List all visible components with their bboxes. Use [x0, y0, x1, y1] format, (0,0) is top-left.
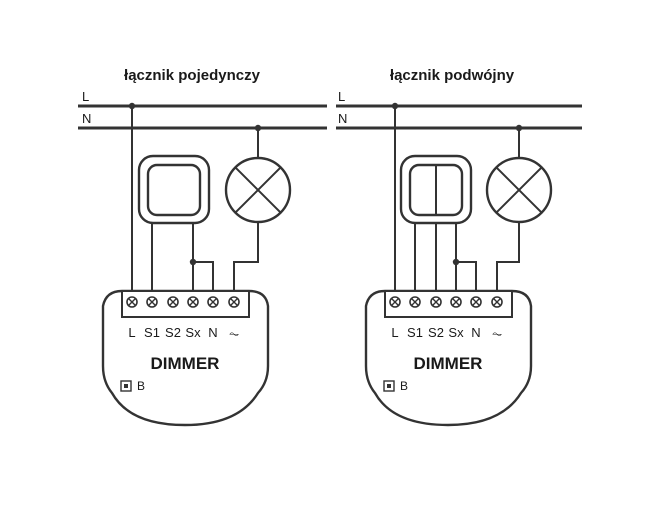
terminal-labels: L S1 S2 Sx N ⏦: [128, 325, 239, 341]
device-label: DIMMER: [151, 354, 220, 373]
terminal-label-s1: S1: [407, 325, 423, 340]
wire-n-jumper: [456, 261, 477, 290]
wire-s1: [414, 221, 422, 290]
terminal-label-l: L: [128, 325, 135, 340]
bus-n-label: N: [338, 111, 347, 126]
terminal-label-s2: S2: [165, 325, 181, 340]
terminal-screws: [389, 296, 503, 308]
screw-terminal-icon: [470, 296, 482, 308]
button-label: B: [137, 379, 145, 393]
terminal-label-output: ⏦: [492, 326, 503, 341]
button-label: B: [400, 379, 408, 393]
wire-lamp-out: [496, 222, 520, 290]
screw-terminal-icon: [228, 296, 240, 308]
terminal-label-sx: Sx: [185, 325, 201, 340]
screw-terminal-icon: [207, 296, 219, 308]
diagram-single-switch: łącznik pojedynczy L N: [78, 67, 327, 427]
switch-rocker: [146, 163, 202, 217]
screw-terminal-icon: [167, 296, 179, 308]
bus-n-label: N: [82, 111, 91, 126]
bus-l-label: L: [82, 89, 89, 104]
screw-terminal-icon: [491, 296, 503, 308]
screw-terminal-icon: [450, 296, 462, 308]
switch-icon: [399, 154, 473, 225]
terminal-label-l: L: [391, 325, 398, 340]
terminal-block: [121, 290, 250, 318]
screw-terminal-icon: [430, 296, 442, 308]
terminal-label-output: ⏦: [229, 326, 240, 341]
bus-l-label: L: [338, 89, 345, 104]
terminal-label-n: N: [471, 325, 480, 340]
screw-terminal-icon: [126, 296, 138, 308]
screw-terminal-icon: [187, 296, 199, 308]
lamp-icon: [485, 156, 553, 224]
diagram-double-switch: łącznik podwójny L N: [336, 67, 582, 427]
switch-icon: [137, 154, 211, 225]
terminal-labels: L S1 S2 Sx N ⏦: [391, 325, 502, 341]
terminal-label-s2: S2: [428, 325, 444, 340]
terminal-label-sx: Sx: [448, 325, 464, 340]
wire-lamp-out: [233, 222, 259, 290]
b-button-icon[interactable]: [383, 380, 395, 392]
device-label: DIMMER: [414, 354, 483, 373]
screw-terminal-icon: [409, 296, 421, 308]
terminal-screws: [126, 296, 240, 308]
wire-n-jumper: [193, 261, 214, 290]
lamp-icon: [224, 156, 292, 224]
diagram-title: łącznik podwójny: [390, 67, 515, 84]
terminal-block: [384, 290, 513, 318]
terminal-label-s1: S1: [144, 325, 160, 340]
diagram-title: łącznik pojedynczy: [124, 67, 261, 84]
screw-terminal-icon: [146, 296, 158, 308]
screw-terminal-icon: [389, 296, 401, 308]
wire-s1: [151, 221, 160, 290]
terminal-label-n: N: [208, 325, 217, 340]
b-button-icon[interactable]: [120, 380, 132, 392]
